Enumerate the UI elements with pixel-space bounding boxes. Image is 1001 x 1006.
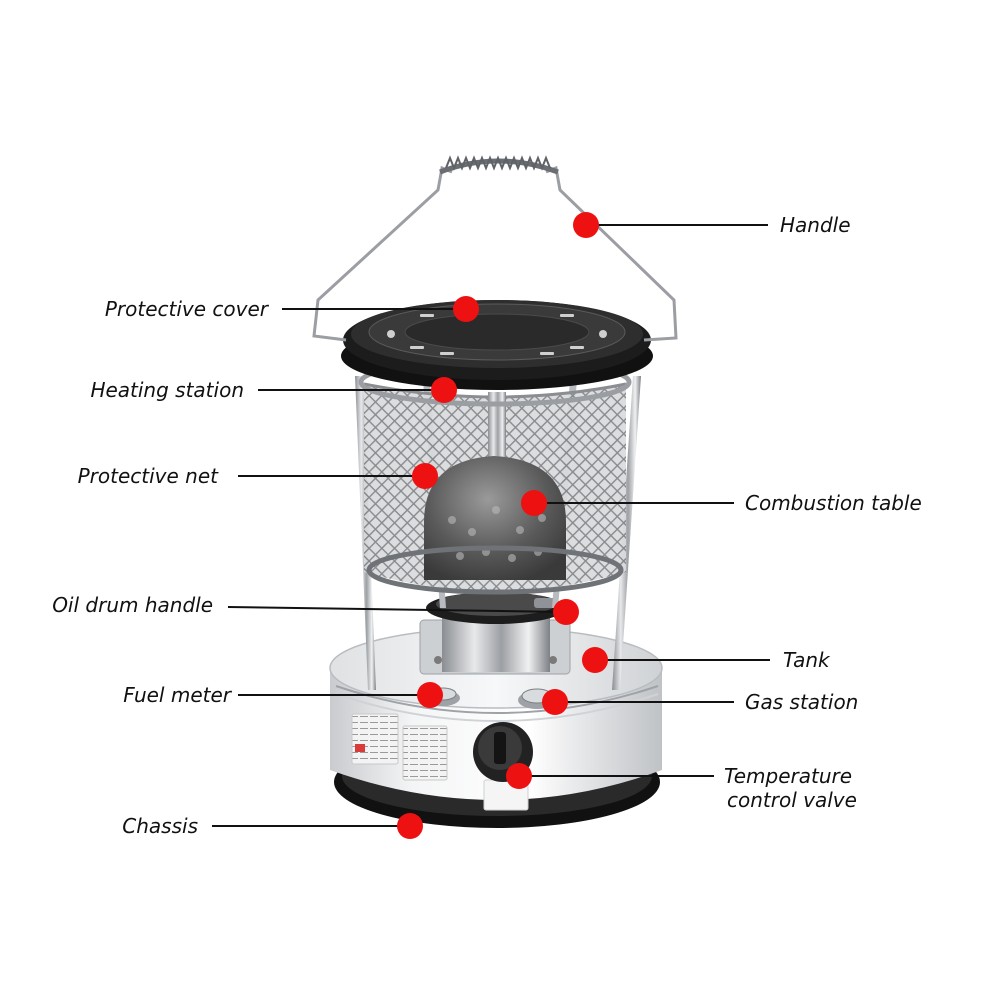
label-handle: Handle [780,213,851,237]
handle-spring [445,155,551,171]
protective-cover-shape [341,300,653,390]
label-oil-drum-handle: Oil drum handle [52,593,213,617]
label-heating-station: Heating station [90,378,244,402]
label-protective-net: Protective net [78,464,220,488]
marker-oil-drum-handle [553,599,579,625]
marker-gas-station [542,689,568,715]
label-tank: Tank [783,648,831,672]
label-fuel-meter: Fuel meter [123,683,233,707]
marker-protective-cover [453,296,479,322]
leader-line-oil-drum-handle [227,606,567,613]
label-combustion-table: Combustion table [745,491,922,515]
marker-combustion-table [521,490,547,516]
oil-drum-shape [419,592,571,675]
marker-heating-station [431,377,457,403]
leader-lines [212,224,770,827]
marker-tank [582,647,608,673]
marker-temperature-control-valve [506,763,532,789]
markers [397,212,608,839]
marker-fuel-meter [417,682,443,708]
labels: Handle Protective cover Heating station … [52,213,922,838]
marker-handle [573,212,599,238]
marker-chassis [397,813,423,839]
label-gas-station: Gas station [745,690,858,714]
label-temperature-control-valve-line2: control valve [727,788,857,812]
label-protective-cover: Protective cover [105,297,270,321]
label-temperature-control-valve-line1: Temperature [724,764,852,788]
marker-protective-net [412,463,438,489]
label-chassis: Chassis [122,814,198,838]
